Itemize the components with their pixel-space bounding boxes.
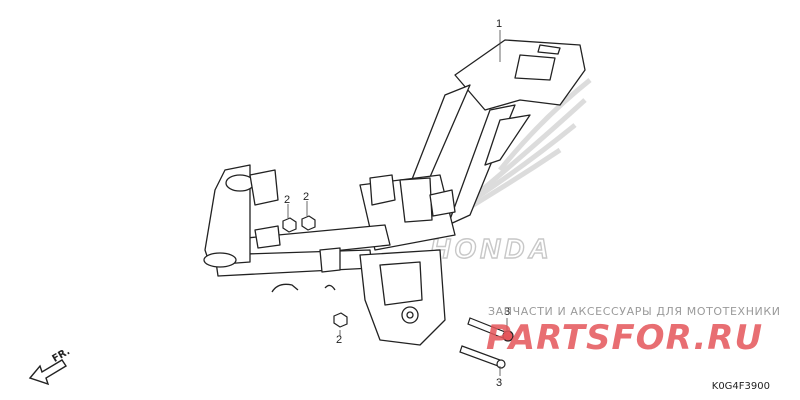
nut-b-shape bbox=[301, 215, 316, 231]
honda-brand-watermark: HONDA bbox=[430, 233, 553, 264]
hardware bbox=[282, 215, 514, 369]
callout-frame: 1 bbox=[496, 18, 503, 30]
shop-watermark-text: ЗАПЧАСТИ И АКСЕССУАРЫ ДЛЯ МОТОТЕХНИКИ bbox=[488, 305, 781, 318]
leader-lines bbox=[287, 30, 508, 376]
callout-nut-a: 2 bbox=[284, 194, 291, 206]
diagram-code: K0G4F3900 bbox=[711, 381, 770, 392]
callout-nut-b: 2 bbox=[303, 191, 310, 203]
frame-body bbox=[203, 39, 586, 346]
shop-watermark-logo: PARTSFOR.RU bbox=[486, 318, 764, 358]
callout-nut-c: 2 bbox=[336, 334, 343, 346]
nut-a-shape bbox=[282, 217, 297, 233]
front-arrow-icon bbox=[28, 359, 67, 386]
callout-bolt-a: 3 bbox=[504, 306, 511, 318]
callout-bolt-b: 3 bbox=[496, 377, 503, 389]
nut-c-shape bbox=[333, 312, 348, 328]
